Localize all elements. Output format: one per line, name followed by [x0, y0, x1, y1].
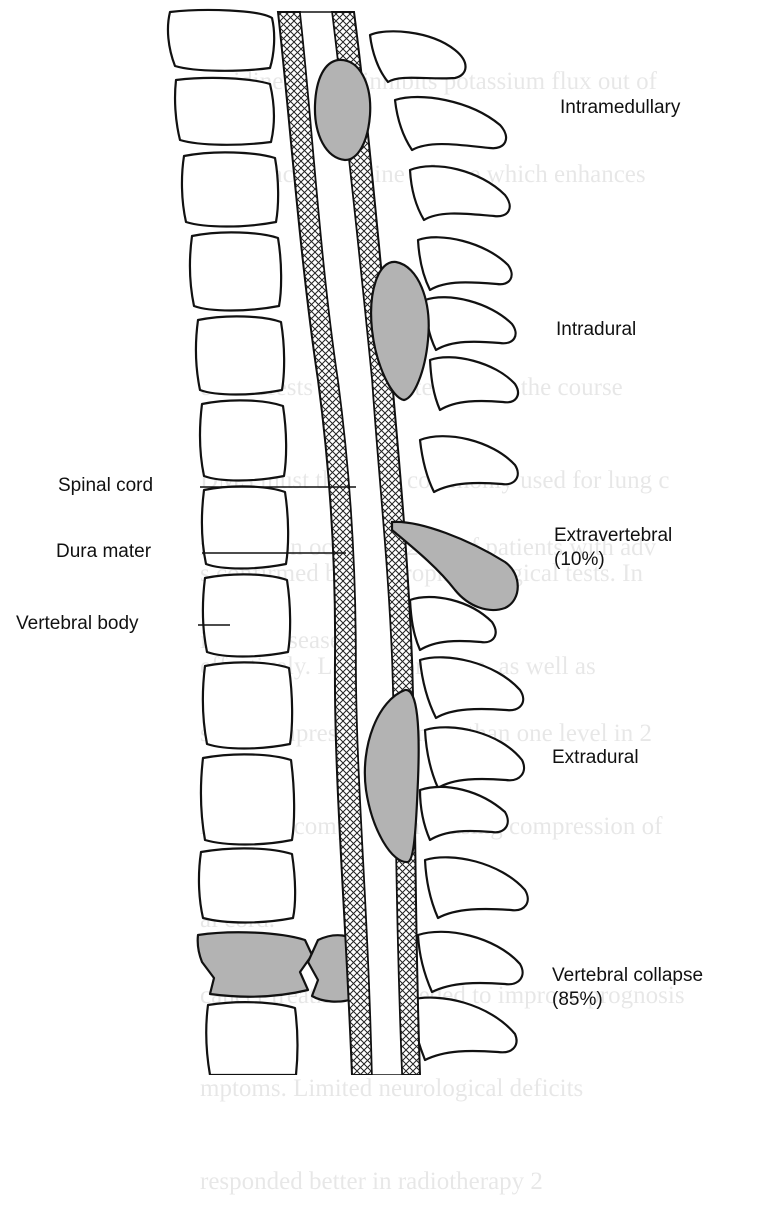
label-extravertebral-name: Extravertebral — [554, 524, 672, 548]
label-vertebral-collapse-name: Vertebral collapse — [552, 964, 703, 988]
spinal-canal — [278, 12, 420, 1075]
background-text-line: responded better in radiotherapy 2 — [200, 1166, 685, 1197]
label-intramedullary: Intramedullary — [560, 96, 680, 120]
vertebral-bodies — [168, 10, 297, 1075]
background-text-line: mptoms. Limited neurological deficits — [200, 1073, 685, 1104]
label-vertebral-collapse-pct: (85%) — [552, 988, 703, 1012]
label-extravertebral: Extravertebral (10%) — [554, 524, 672, 572]
label-spinal-cord: Spinal cord — [58, 474, 153, 498]
intramedullary-lesion — [315, 60, 370, 160]
label-dura-mater: Dura mater — [56, 540, 151, 564]
label-extradural: Extradural — [552, 746, 639, 770]
label-vertebral-body: Vertebral body — [16, 612, 139, 636]
extravertebral-lesion — [392, 522, 518, 610]
vertebral-collapse-lesion — [198, 932, 362, 1001]
label-intradural: Intradural — [556, 318, 636, 342]
label-extravertebral-pct: (10%) — [554, 548, 672, 572]
label-vertebral-collapse: Vertebral collapse (85%) — [552, 964, 703, 1012]
